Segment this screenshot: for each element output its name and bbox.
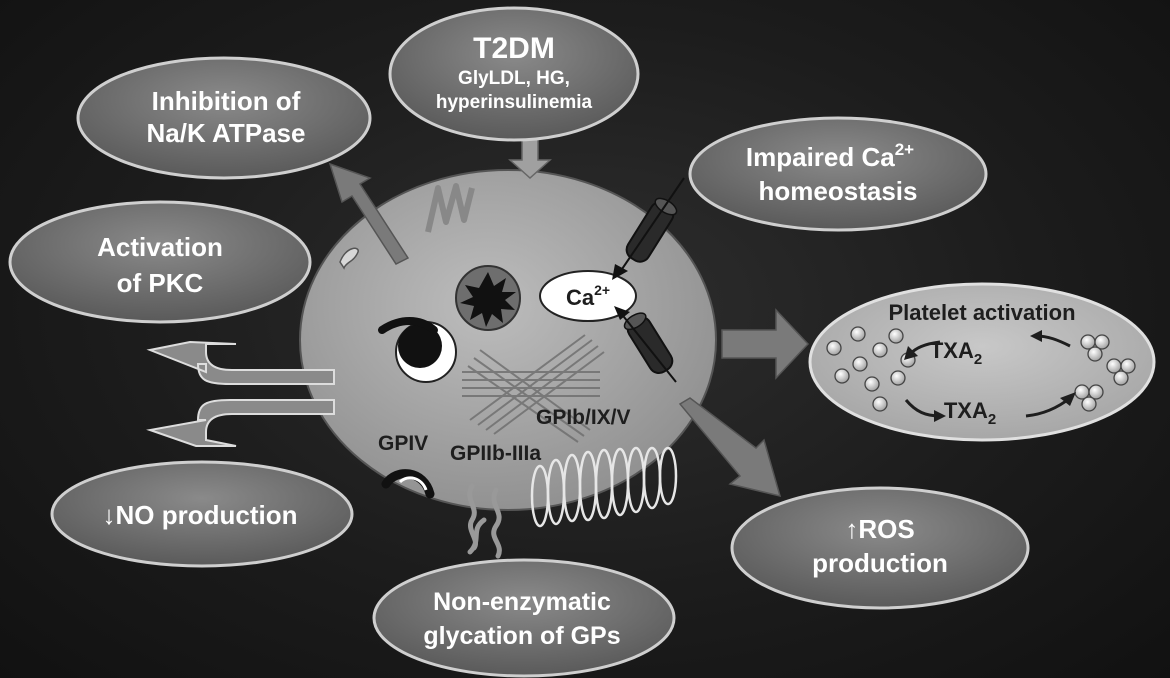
glycoprotein-coils-icon <box>530 446 678 528</box>
calcium-channel-top-icon <box>612 177 685 280</box>
gpiib-receptor-icon <box>467 483 502 559</box>
cytoskeleton-icon <box>462 334 605 443</box>
gpiv-hook-icon <box>381 469 435 499</box>
platelet-activation-bubble: Platelet activation TXA2 TXA2 <box>808 282 1156 442</box>
calcium-label: Ca2+ <box>566 282 610 310</box>
na-k-arrow <box>328 162 410 265</box>
platelet-activation-title: Platelet activation <box>888 300 1075 325</box>
resting-platelets-icon <box>826 326 916 412</box>
t2dm-line2: hyperinsulinemia <box>436 92 593 113</box>
na-k-line2: Na/K ATPase <box>147 118 306 148</box>
gpib-label: GPIb/IX/V <box>536 406 631 429</box>
glycation-line1: Non-enzymatic <box>433 588 611 616</box>
no-label: ↓NO production <box>103 500 298 530</box>
txa-bottom-label: TXA2 <box>944 398 996 428</box>
calcium-channel-bottom-icon <box>614 306 677 383</box>
calcium-bubble-line1: Impaired Ca2+ <box>746 140 914 172</box>
platelet-activation-arrow <box>721 308 810 380</box>
pkc-bubble: Activation of PKC <box>8 200 312 324</box>
t2dm-line1: GlyLDL, HG, <box>458 68 570 89</box>
gpiv-label: GPIV <box>378 432 428 455</box>
t2dm-bubble: T2DM GlyLDL, HG, hyperinsulinemia <box>388 6 640 142</box>
pkc-line2: of PKC <box>117 268 204 298</box>
membrane-receptor-icon <box>425 183 475 233</box>
pkc-line1: Activation <box>97 232 223 262</box>
na-k-bubble: Inhibition of Na/K ATPase <box>76 56 372 180</box>
ros-line2: production <box>812 548 948 578</box>
calcium-bubble: Impaired Ca2+ homeostasis <box>688 116 988 232</box>
txa-cycle-arrowheads <box>904 330 1076 422</box>
glycation-line2: glycation of GPs <box>423 622 620 650</box>
aggregated-platelets-icon <box>1074 334 1136 412</box>
membrane-mark-icon <box>339 247 359 270</box>
na-k-line1: Inhibition of <box>152 86 301 116</box>
calcium-bubble-line2: homeostasis <box>759 176 918 206</box>
calcium-oval <box>539 270 637 322</box>
t2dm-title: T2DM <box>473 32 555 65</box>
pkc-no-double-arrow <box>146 340 335 447</box>
ros-arrow <box>678 397 782 498</box>
ros-line1: ↑ROS <box>845 514 914 544</box>
no-bubble: ↓NO production <box>50 460 354 568</box>
dense-granule-icon <box>455 265 521 331</box>
glycation-bubble: Non-enzymatic glycation of GPs <box>372 558 676 678</box>
gpiib-label: GPIIb-IIIa <box>450 442 541 465</box>
granule-icon <box>378 317 457 383</box>
ros-bubble: ↑ROS production <box>730 486 1030 610</box>
